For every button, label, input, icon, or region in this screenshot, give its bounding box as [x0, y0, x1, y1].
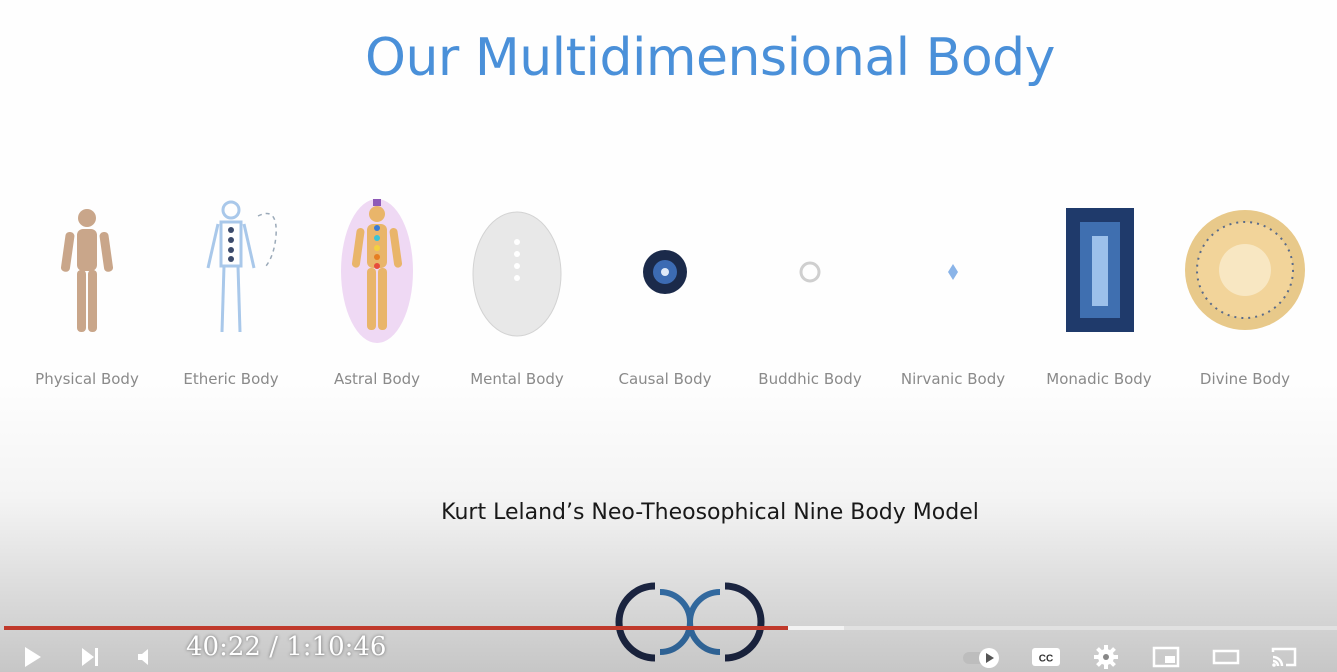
- body-label: Etheric Body: [183, 370, 279, 388]
- body-item-causal: Causal Body: [600, 196, 730, 396]
- miniplayer-icon: [1152, 646, 1180, 668]
- body-item-buddhic: Buddhic Body: [745, 196, 875, 396]
- body-label: Mental Body: [470, 370, 564, 388]
- body-item-monadic: Monadic Body: [1034, 196, 1164, 396]
- body-label: Buddhic Body: [758, 370, 862, 388]
- settings-icon: [1094, 645, 1118, 669]
- next-button[interactable]: [74, 642, 106, 672]
- progress-played: [4, 626, 788, 630]
- body-label: Divine Body: [1199, 370, 1291, 388]
- body-item-etheric: Etheric Body: [166, 196, 296, 396]
- progress-bar[interactable]: [4, 626, 1337, 630]
- nirvanic-body-icon: [948, 264, 958, 280]
- current-time: 40:22: [186, 632, 261, 662]
- time-separator: /: [260, 632, 287, 662]
- theater-icon: [1212, 649, 1240, 665]
- autoplay-toggle[interactable]: [960, 642, 1006, 672]
- autoplay-toggle-icon: [963, 648, 999, 668]
- next-icon: [82, 648, 98, 666]
- body-item-physical: Physical Body: [22, 196, 152, 396]
- body-label: Monadic Body: [1046, 370, 1152, 388]
- body-label: Causal Body: [618, 370, 712, 388]
- divine-body-icon: [1185, 210, 1305, 330]
- player-controls: 40:22 / 1:10:46 CC: [0, 632, 1337, 672]
- captions-icon: CC: [1032, 648, 1060, 666]
- slide-subtitle: Kurt Leland’s Neo-Theosophical Nine Body…: [441, 500, 979, 525]
- play-icon: [25, 647, 41, 667]
- body-item-astral: Astral Body: [312, 196, 442, 396]
- slide-title: Our Multidimensional Body: [365, 28, 1055, 88]
- buddhic-body-icon: [799, 261, 821, 283]
- captions-button[interactable]: CC: [1030, 642, 1062, 672]
- volume-button[interactable]: [130, 642, 162, 672]
- time-display: 40:22 / 1:10:46: [186, 632, 386, 662]
- cast-icon: [1271, 647, 1297, 667]
- mental-body-icon: [472, 211, 562, 337]
- volume-icon: [138, 649, 148, 665]
- monadic-body-icon: [1066, 208, 1134, 332]
- body-item-divine: Divine Body: [1180, 196, 1310, 396]
- astral-body-icon: [341, 199, 413, 343]
- body-label: Astral Body: [333, 370, 421, 388]
- physical-body-icon: [60, 209, 114, 332]
- play-button[interactable]: [16, 642, 48, 672]
- svg-text:CC: CC: [1039, 654, 1053, 665]
- duration: 1:10:46: [286, 632, 387, 662]
- miniplayer-button[interactable]: [1150, 642, 1182, 672]
- settings-button[interactable]: [1090, 642, 1122, 672]
- body-item-nirvanic: Nirvanic Body: [888, 196, 1018, 396]
- body-label: Nirvanic Body: [900, 370, 1006, 388]
- etheric-body-icon: [206, 200, 277, 333]
- theater-button[interactable]: [1210, 642, 1242, 672]
- cast-button[interactable]: [1268, 642, 1300, 672]
- body-label: Physical Body: [35, 370, 139, 388]
- body-item-mental: Mental Body: [452, 196, 582, 396]
- causal-body-icon: [643, 250, 687, 294]
